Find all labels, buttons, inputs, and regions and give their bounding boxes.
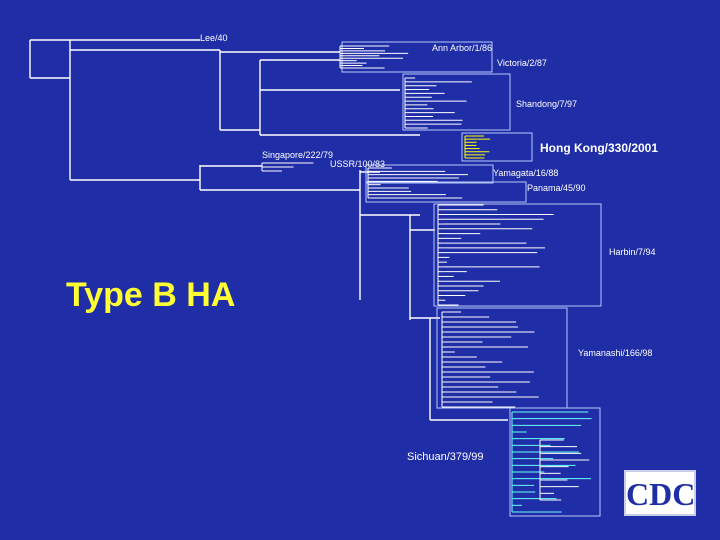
label-lee: Lee/40: [200, 33, 228, 43]
clade-boxes: [341, 41, 602, 517]
box-panama: [365, 181, 527, 203]
box-sichuan: [509, 407, 601, 517]
label-hong-kong: Hong Kong/330/2001: [540, 141, 659, 155]
box-shandong: [402, 73, 511, 131]
cdc-logo: CDC: [624, 470, 696, 516]
type-b-ha-title: Type B HA: [66, 276, 236, 314]
box-yamanashi: [436, 307, 568, 409]
box-annarbor: [341, 41, 493, 73]
label-ussr: USSR/100/83: [330, 159, 386, 169]
label-sichuan: Sichuan/379/99: [407, 451, 484, 463]
label-harbin: Harbin/7/94: [609, 247, 656, 257]
tree-branches: [29, 39, 508, 421]
box-harbin: [433, 203, 602, 307]
label-panama: Panama/45/90: [527, 183, 586, 193]
label-yamagata: Yamagata/16/88: [493, 168, 559, 178]
label-ann-arbor: Ann Arbor/1/86: [432, 43, 493, 53]
box-yamagata: [365, 164, 494, 184]
tree-leaves: [261, 45, 592, 513]
label-yamanashi: Yamanashi/166/98: [578, 348, 653, 358]
label-shandong: Shandong/7/97: [516, 99, 578, 109]
label-singapore: Singapore/222/79: [262, 150, 334, 160]
box-hongkong: [461, 132, 533, 162]
label-victoria: Victoria/2/87: [497, 58, 547, 68]
